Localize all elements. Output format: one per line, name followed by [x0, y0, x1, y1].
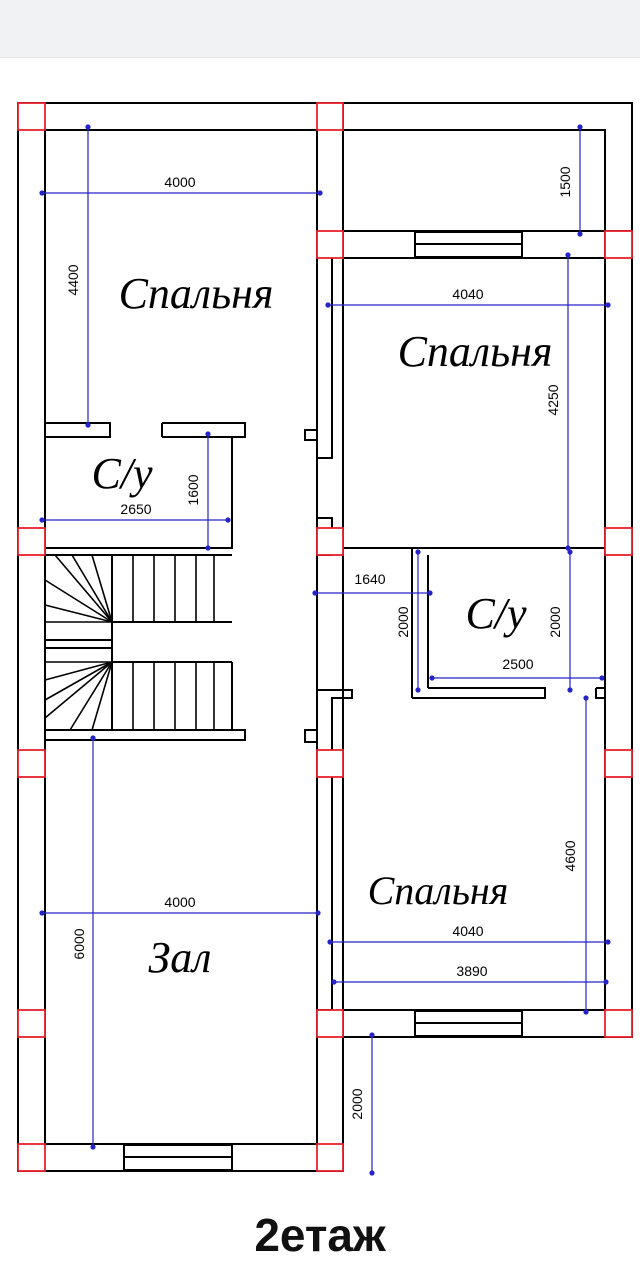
dimension-lines [39, 124, 611, 1176]
room-label: Зал [149, 933, 212, 982]
dimension-label: 6000 [71, 928, 87, 959]
stair-treads [44, 554, 215, 731]
room-label: Спальня [119, 269, 274, 318]
dimension-label: 2000 [395, 606, 411, 637]
dimension-label: 4040 [452, 923, 483, 939]
partition-bath2-right [595, 687, 606, 699]
dimension-label: 3890 [456, 963, 487, 979]
dimension-label: 2650 [120, 501, 151, 517]
partition-bedroom1 [45, 422, 111, 438]
floor-caption: 2етаж [254, 1209, 386, 1261]
room-label: Спальня [368, 868, 509, 913]
dimension-label: 2500 [502, 656, 533, 672]
room-label: Спальня [398, 327, 553, 376]
partition-bath1-top [45, 422, 246, 549]
room-label: С/у [465, 589, 527, 638]
columns [17, 102, 633, 1172]
dimension-label: 4600 [562, 840, 578, 871]
outer-wall-left-block [17, 102, 344, 1172]
partition-center-upper [304, 130, 333, 459]
partition-center-lower [316, 689, 353, 1011]
partition-bath2-bottom [412, 687, 546, 699]
dimension-label: 4040 [452, 286, 483, 302]
dimension-label: 2000 [547, 606, 563, 637]
dimension-label: 2000 [349, 1088, 365, 1119]
stub [304, 729, 318, 743]
dimension-label: 1640 [354, 571, 385, 587]
stairs-bottom [44, 729, 246, 741]
dimension-label: 4000 [164, 894, 195, 910]
dimension-label: 4000 [164, 174, 195, 190]
dimension-label: 4250 [545, 384, 561, 415]
dimension-label: 1500 [557, 166, 573, 197]
app-top-bar [0, 0, 640, 58]
dimension-label: 4400 [65, 264, 81, 295]
room-label: С/у [91, 449, 153, 498]
dimension-label: 1600 [185, 474, 201, 505]
